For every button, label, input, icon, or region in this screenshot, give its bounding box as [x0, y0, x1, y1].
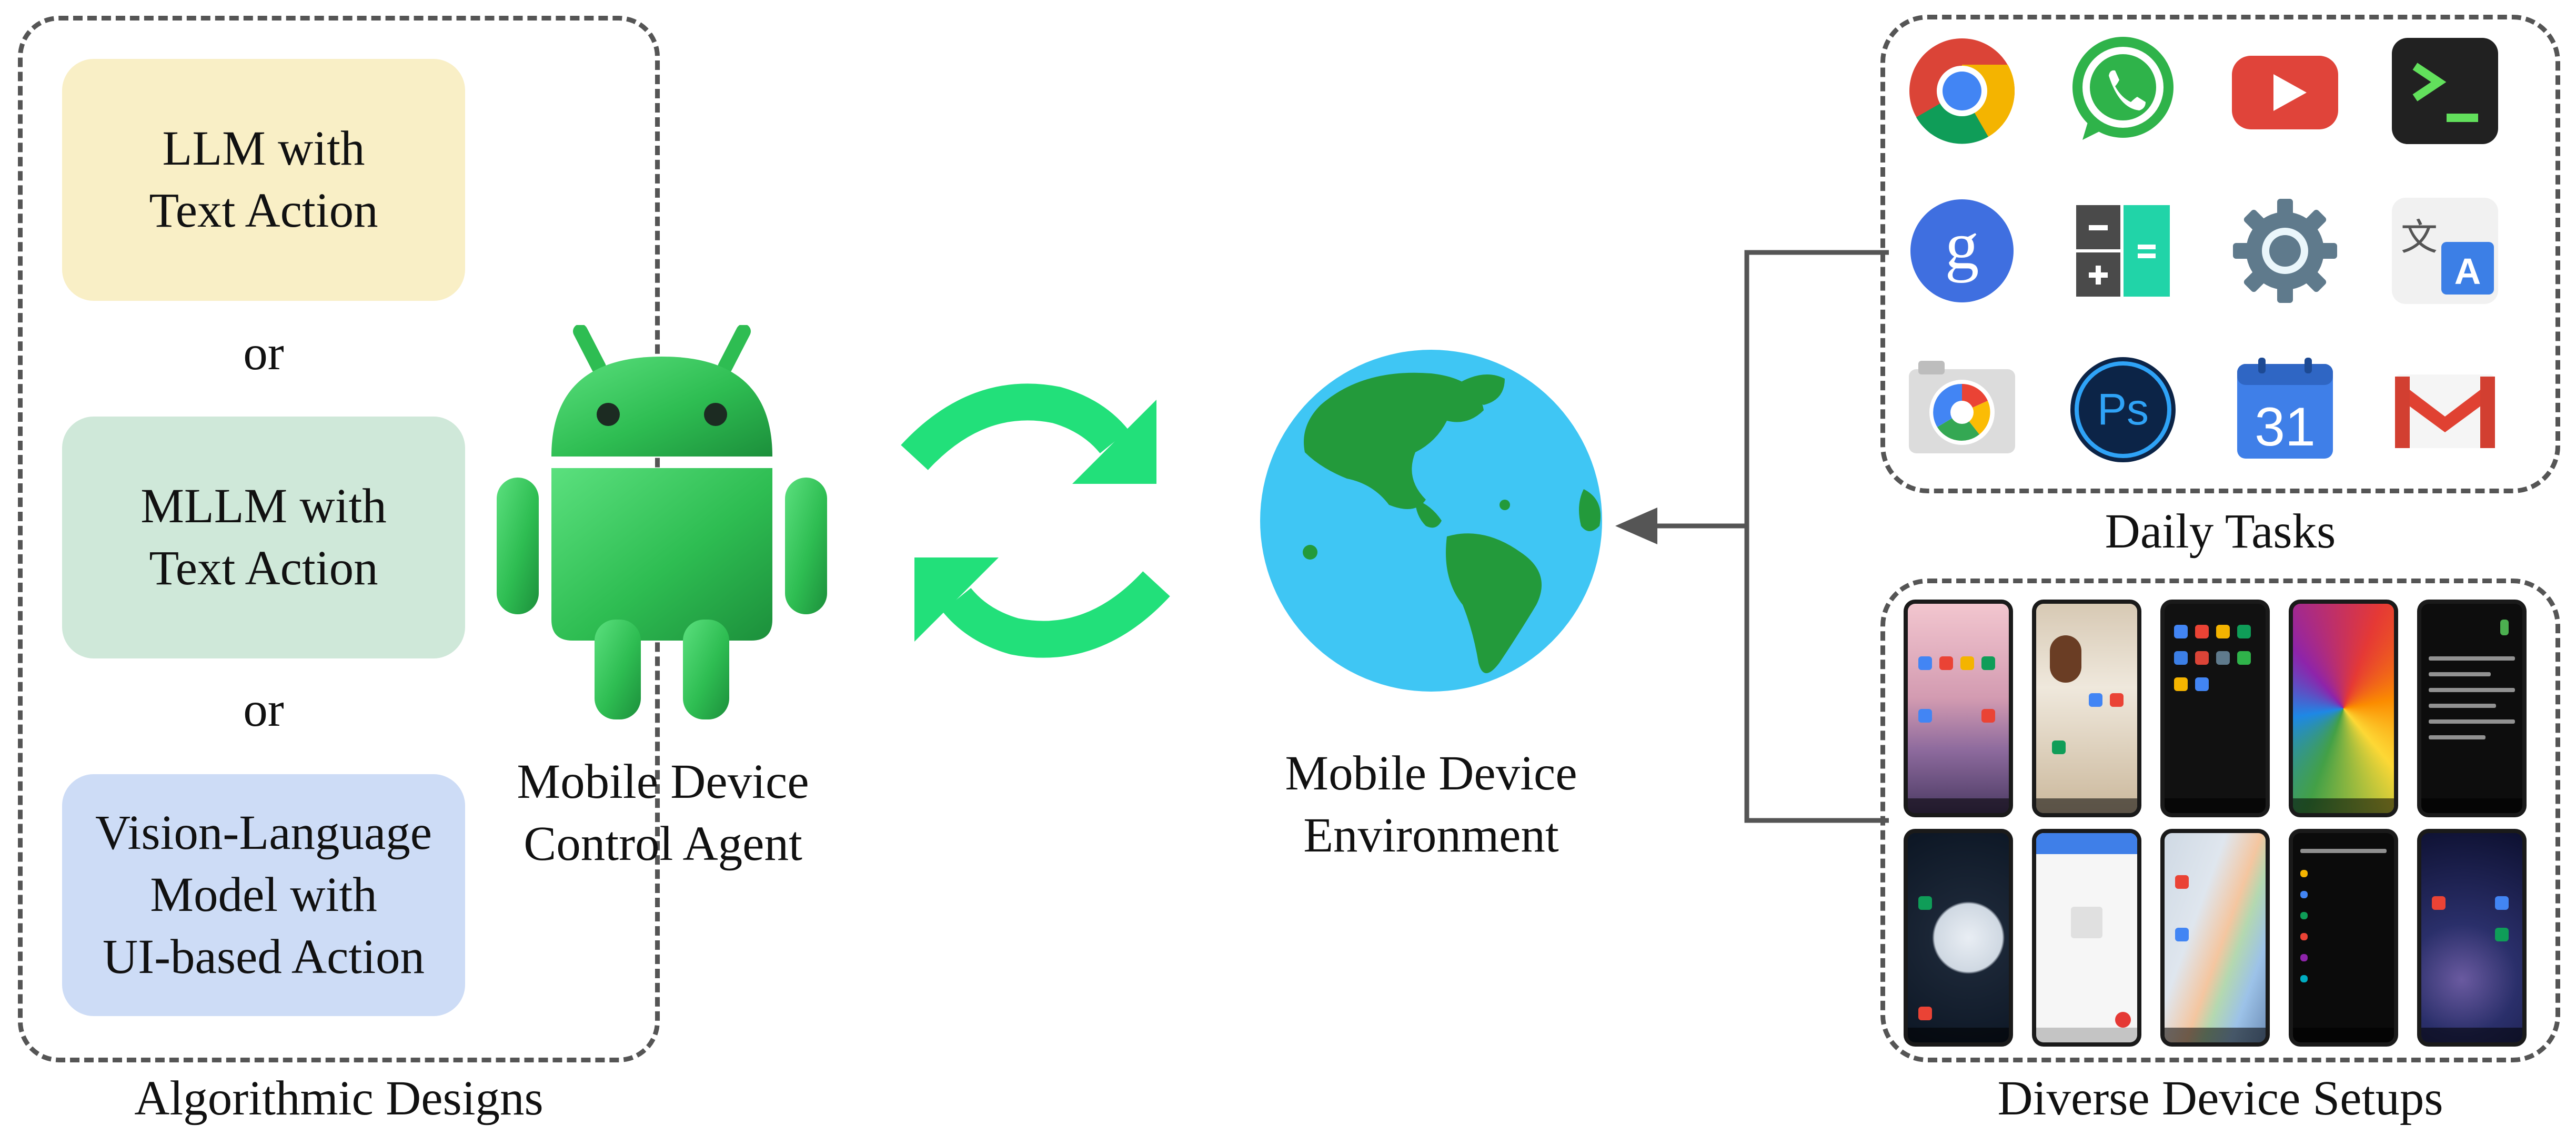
device-setups-caption: Diverse Device Setups	[1997, 1071, 2443, 1125]
phone-night-moon	[1904, 829, 2013, 1047]
terminal-icon	[2389, 35, 2501, 147]
environment-label-line-2: Environment	[1303, 808, 1559, 863]
phone-pink-dusk	[1904, 600, 2013, 817]
phone-dark-settings	[2417, 600, 2527, 817]
algorithmic-designs-caption: Algorithmic Designs	[134, 1071, 544, 1125]
phone-umbrellas	[2289, 600, 2398, 817]
settings-icon	[2229, 195, 2341, 307]
daily-tasks-panel	[1880, 15, 2560, 493]
phone-rainbow	[2160, 829, 2270, 1047]
design-box-llm: LLM with Text Action	[62, 59, 465, 301]
agent-label-line-1: Mobile Device	[517, 755, 809, 809]
daily-tasks-caption: Daily Tasks	[2105, 504, 2336, 559]
environment-label: Mobile Device Environment	[1242, 743, 1621, 867]
calendar-icon: 31	[2229, 353, 2341, 466]
design-box-mllm-line-2: Text Action	[149, 541, 378, 595]
phone-dark-list	[2289, 829, 2398, 1047]
design-box-vlm-line-1: Vision-Language	[95, 806, 432, 860]
design-box-mllm: MLLM with Text Action	[62, 417, 465, 658]
design-box-mllm-line-1: MLLM with	[140, 479, 387, 533]
agent-label: Mobile Device Control Agent	[474, 751, 852, 875]
environment-label-line-1: Mobile Device	[1285, 746, 1577, 800]
design-box-vlm-line-2: Model with	[150, 868, 377, 922]
android-robot-icon	[494, 324, 830, 725]
phone-galaxy	[2417, 829, 2527, 1047]
globe-icon	[1257, 347, 1605, 694]
agent-label-line-2: Control Agent	[524, 817, 802, 871]
device-setups-panel	[1880, 579, 2560, 1062]
google-icon: g	[1906, 195, 2018, 307]
gmail-icon	[2389, 353, 2501, 466]
connector-lines	[1610, 242, 1894, 831]
design-box-vlm-line-3: UI-based Action	[102, 930, 425, 984]
sync-arrows-icon	[899, 379, 1172, 663]
design-box-llm-line-2: Text Action	[149, 184, 378, 238]
camera-icon	[1906, 353, 2018, 466]
phone-dark-drawer	[2160, 600, 2270, 817]
phone-contacts	[2032, 829, 2141, 1047]
translate-icon: A 文	[2389, 195, 2501, 307]
design-box-vlm: Vision-Language Model with UI-based Acti…	[62, 774, 465, 1016]
chrome-icon	[1906, 35, 2018, 147]
photoshop-icon: Ps	[2067, 353, 2179, 466]
whatsapp-icon	[2067, 35, 2179, 147]
youtube-icon	[2229, 35, 2341, 147]
svg-text:A: A	[2454, 251, 2481, 292]
svg-text:文: 文	[2401, 216, 2438, 259]
design-box-llm-line-1: LLM with	[162, 121, 365, 176]
calculator-icon	[2067, 195, 2179, 307]
phone-paper	[2032, 600, 2141, 817]
or-separator-1: or	[243, 326, 284, 380]
photoshop-text: Ps	[2097, 384, 2149, 434]
or-separator-2: or	[243, 683, 284, 737]
google-letter: g	[1945, 208, 1979, 283]
calendar-day: 31	[2255, 397, 2316, 458]
